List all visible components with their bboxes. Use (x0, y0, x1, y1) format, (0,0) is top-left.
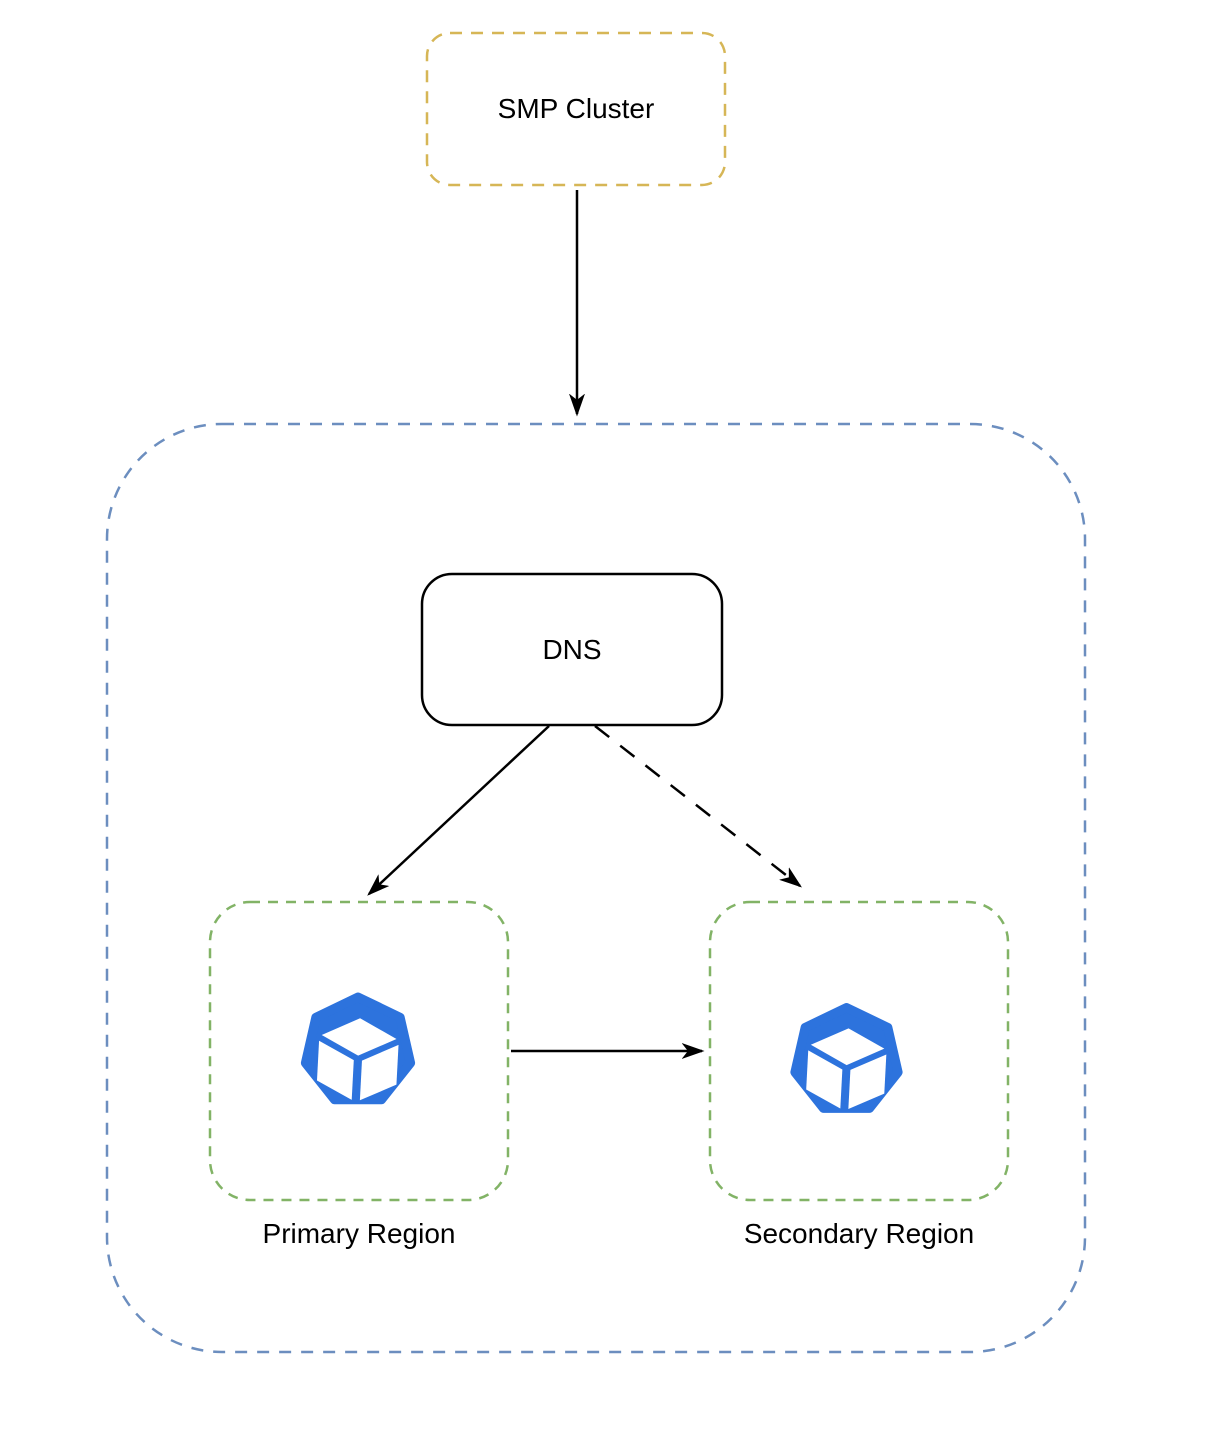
cube-shape (806, 1028, 887, 1109)
edge-dns-to-secondary (594, 725, 800, 886)
primary-cluster-icon (300, 992, 416, 1105)
smp-cluster-node (425, 31, 727, 187)
dns-node (420, 572, 724, 727)
secondary-cluster-icon (790, 1003, 903, 1113)
edge-dns-to-primary (369, 725, 550, 894)
cube-shape (316, 1018, 399, 1101)
region-container (105, 422, 1087, 1354)
